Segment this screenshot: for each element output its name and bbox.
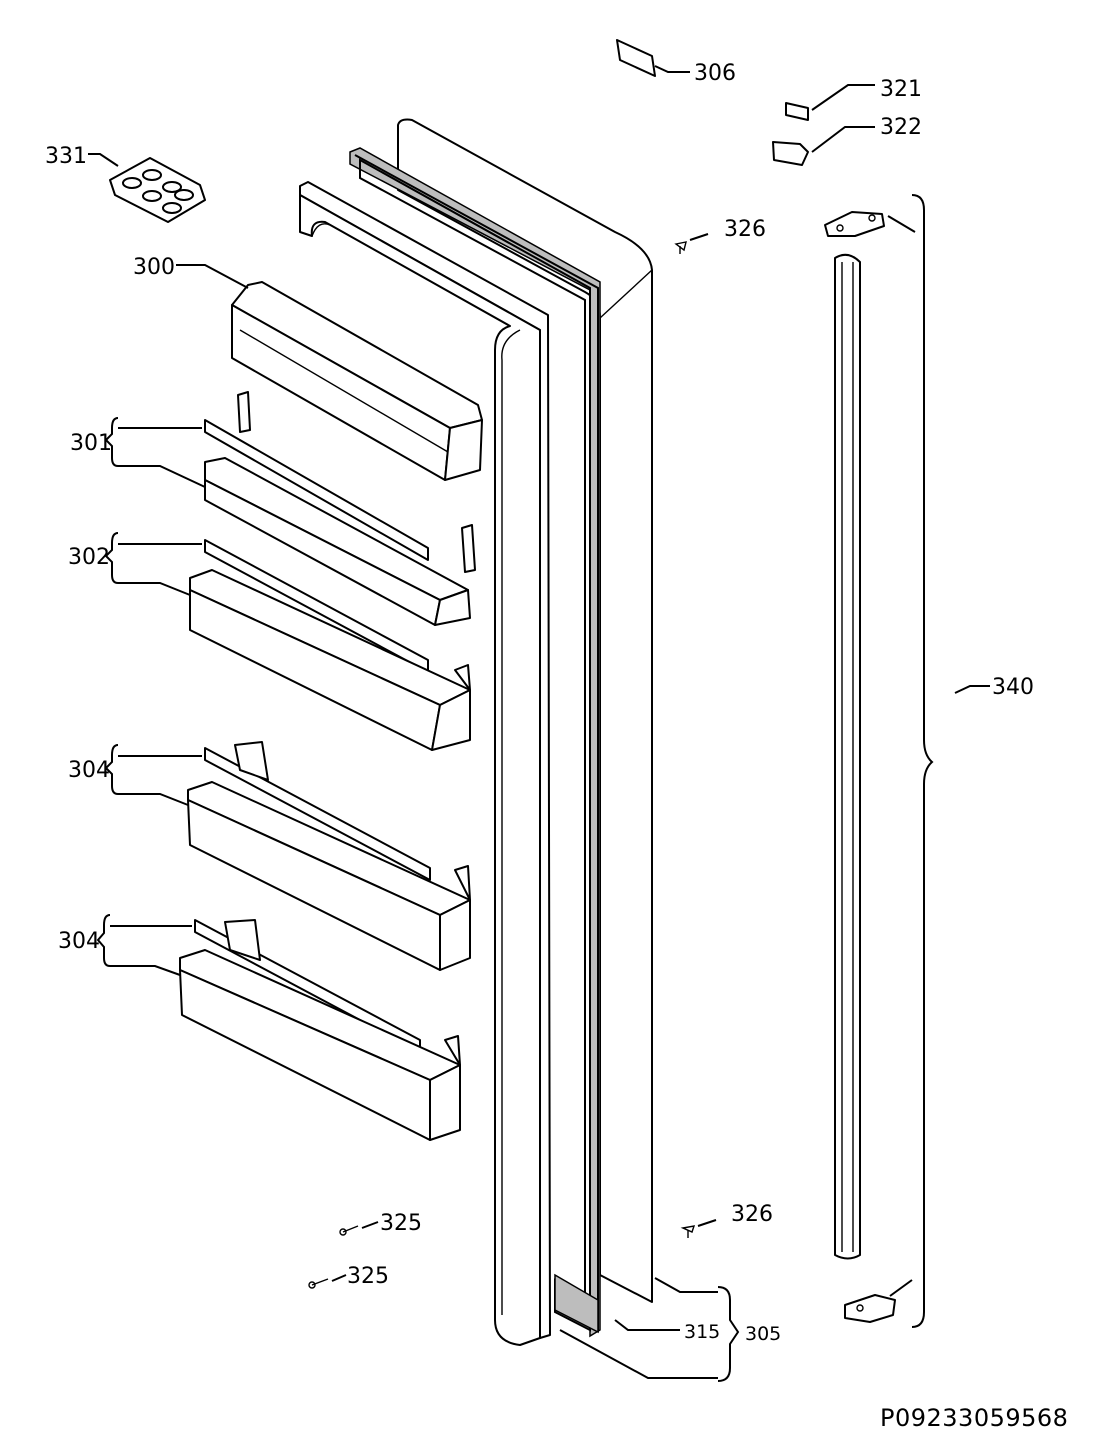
leader-lines xyxy=(88,65,990,1382)
screw-325-lower xyxy=(308,1278,329,1289)
label-331: 331 xyxy=(45,144,87,169)
door-shelf-301 xyxy=(204,391,476,626)
label-302: 302 xyxy=(68,545,110,570)
door-shelf-304-upper xyxy=(187,741,471,971)
door-gasket xyxy=(349,147,601,1338)
label-plate xyxy=(616,39,656,77)
screw-326-bottom xyxy=(680,1225,696,1238)
label-301: 301 xyxy=(70,431,112,456)
label-306: 306 xyxy=(694,61,736,86)
label-304-upper: 304 xyxy=(68,758,110,783)
label-322: 322 xyxy=(880,115,922,140)
hinge-cap-321 xyxy=(785,102,809,121)
hinge-cap-322 xyxy=(772,141,809,166)
door-shelf-304-lower xyxy=(179,919,461,1141)
label-305: 305 xyxy=(745,1323,781,1345)
label-325-upper: 325 xyxy=(380,1211,422,1236)
label-304-lower: 304 xyxy=(58,929,100,954)
label-300: 300 xyxy=(133,255,175,280)
egg-tray xyxy=(109,157,206,223)
drawing-code: P09233059568 xyxy=(880,1404,1068,1432)
label-325-lower: 325 xyxy=(347,1264,389,1289)
dairy-compartment xyxy=(231,281,483,481)
label-340: 340 xyxy=(992,675,1034,700)
label-326-top: 326 xyxy=(724,217,766,242)
screw-326-top xyxy=(674,241,687,254)
label-326-bottom: 326 xyxy=(731,1202,773,1227)
label-315: 315 xyxy=(684,1321,720,1343)
door-shelf-302 xyxy=(189,539,471,751)
door-inner-liner xyxy=(299,181,551,1346)
screw-325-upper xyxy=(339,1225,359,1236)
label-321: 321 xyxy=(880,77,922,102)
hinge-strip-assembly xyxy=(824,211,896,1323)
